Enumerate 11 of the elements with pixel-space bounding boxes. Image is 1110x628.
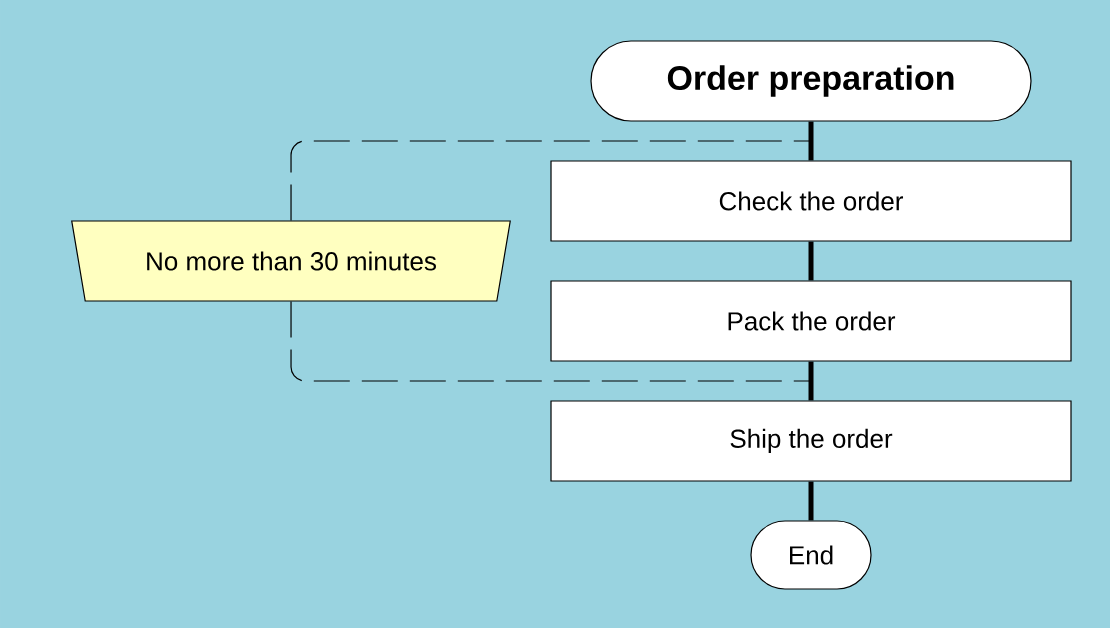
dashed-line xyxy=(290,140,812,221)
connector-line xyxy=(808,361,814,401)
dashed-line xyxy=(290,301,812,382)
process-box: Ship the order xyxy=(550,400,1072,482)
connector-line xyxy=(808,481,814,521)
start-terminal: Order preparation xyxy=(590,40,1032,122)
process-box: Check the order xyxy=(550,160,1072,242)
process-box: Pack the order xyxy=(550,280,1072,362)
trapezoid-box: No more than 30 minutes xyxy=(71,220,511,302)
connector-line xyxy=(808,121,814,161)
connector-line xyxy=(808,241,814,281)
